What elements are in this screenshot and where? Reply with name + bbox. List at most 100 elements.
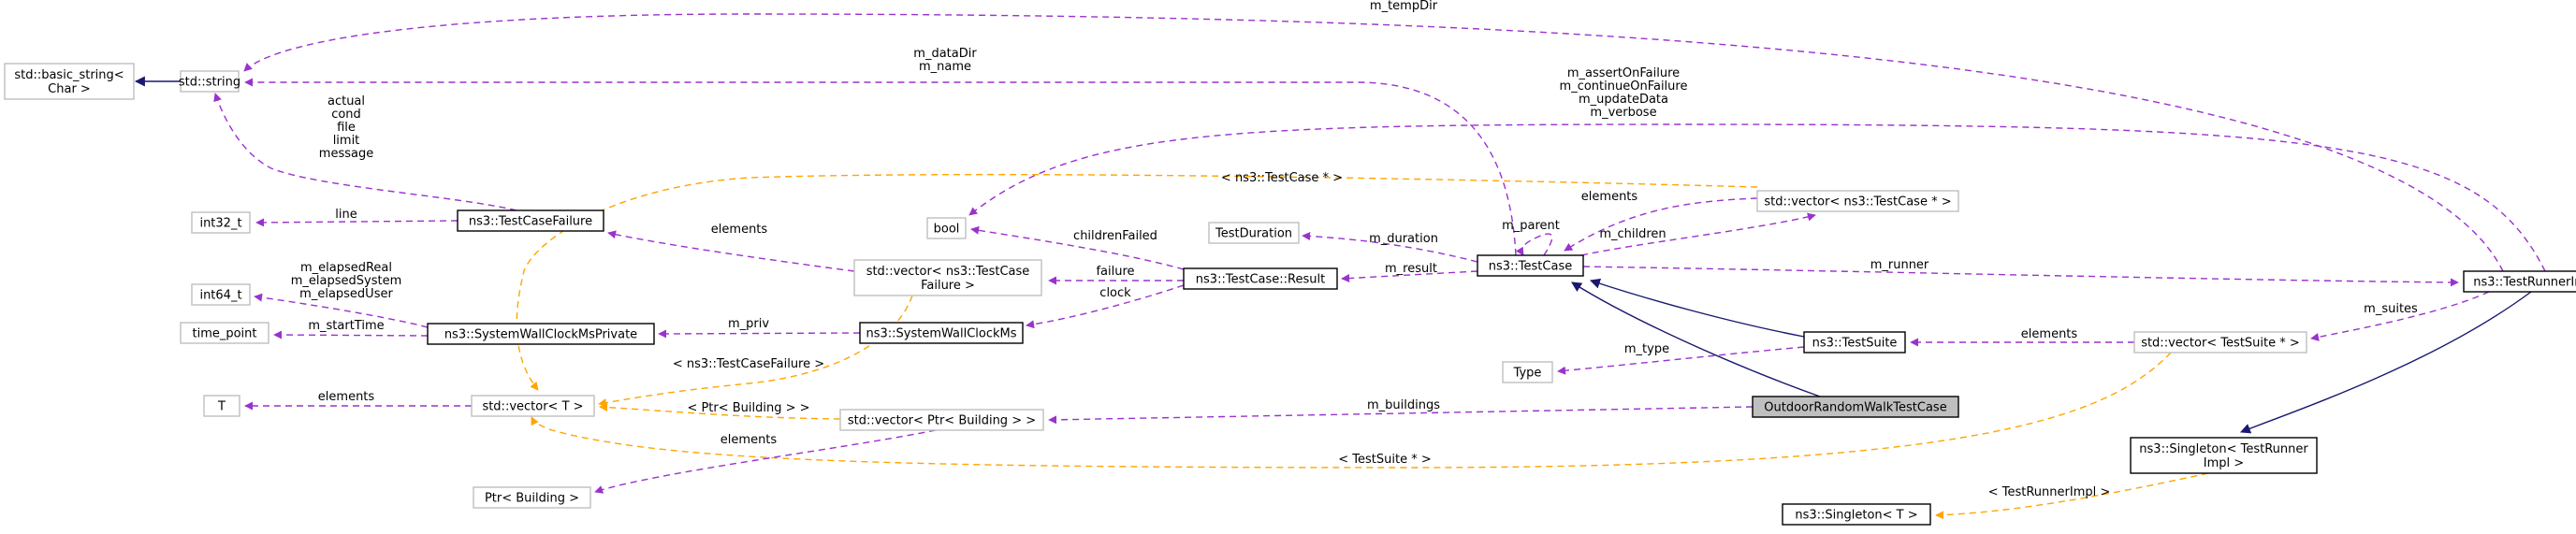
- template-edge: [599, 403, 841, 420]
- class-node-outdoor[interactable]: OutdoorRandomWalkTestCase: [1752, 396, 1959, 418]
- node-box: [1208, 222, 1300, 244]
- node-label: std::vector< Ptr< Building > >: [848, 414, 1036, 428]
- template-edge: [516, 173, 1758, 391]
- edge-label: m_result: [1385, 262, 1437, 276]
- class-node-type[interactable]: Type: [1502, 361, 1553, 383]
- edge-label-line: limit: [333, 134, 360, 148]
- class-node-int32[interactable]: int32_t: [191, 211, 251, 234]
- edge-label-line: m_elapsedSystem: [291, 274, 402, 288]
- node-label: ns3::TestCase: [1489, 260, 1572, 274]
- node-label: ns3::SystemWallClockMsPrivate: [444, 328, 637, 342]
- class-node-singleton-runner[interactable]: ns3::Singleton< TestRunnerImpl >: [2130, 437, 2318, 474]
- usage-edge: [1582, 266, 2459, 287]
- edge-label: childrenFailed: [1073, 229, 1157, 243]
- class-node-time-point[interactable]: time_point: [180, 322, 269, 344]
- edge-label: m_duration: [1369, 232, 1438, 246]
- edge-label-line: m_children: [1599, 227, 1666, 241]
- usage-edge: [1515, 233, 1553, 256]
- usage-edge: [594, 429, 937, 494]
- class-node-vec-T[interactable]: std::vector< T >: [471, 395, 595, 417]
- node-label: ns3::SystemWallClockMs: [866, 327, 1016, 341]
- class-node-testduration[interactable]: TestDuration: [1208, 222, 1300, 244]
- node-box: [1183, 267, 1338, 290]
- edge-label-line: failure: [1096, 265, 1134, 279]
- class-node-singleton-T[interactable]: ns3::Singleton< T >: [1782, 503, 1931, 526]
- edge-label: m_startTime: [308, 319, 384, 333]
- node-box: [2133, 331, 2307, 354]
- node-box: [427, 323, 655, 345]
- class-node-std-string[interactable]: std::string: [179, 70, 240, 93]
- template-edge: [531, 352, 2172, 469]
- node-label: Failure >: [921, 279, 975, 293]
- edge-label-line: m_priv: [728, 317, 769, 331]
- class-node-swcm-private[interactable]: ns3::SystemWallClockMsPrivate: [427, 323, 655, 345]
- class-node-ptr-building[interactable]: Ptr< Building >: [473, 486, 591, 509]
- edge-label: m_suites: [2364, 302, 2418, 316]
- node-box: [1782, 503, 1931, 526]
- node-box: [180, 70, 240, 93]
- class-node-swcm[interactable]: ns3::SystemWallClockMs: [859, 322, 1024, 344]
- node-label: std::vector< ns3::TestCase * >: [1764, 195, 1951, 209]
- node-box: [473, 486, 591, 509]
- edge-label: m_priv: [728, 317, 769, 331]
- usage-edge: [244, 78, 1517, 256]
- class-node-vec-testcase[interactable]: std::vector< ns3::TestCase * >: [1756, 190, 1959, 212]
- node-label: int32_t: [199, 217, 241, 231]
- class-node-testcasefailure[interactable]: ns3::TestCaseFailure: [457, 209, 604, 232]
- class-node-bool[interactable]: bool: [926, 217, 967, 239]
- edge-label: m_runner: [1870, 258, 1929, 272]
- edge-label: line: [335, 208, 357, 222]
- edge-label-line: m_dataDir: [913, 47, 977, 61]
- class-node-vec-suite[interactable]: std::vector< TestSuite * >: [2133, 331, 2307, 354]
- class-node-vec-building[interactable]: std::vector< Ptr< Building > >: [839, 409, 1044, 431]
- class-node-T[interactable]: T: [203, 395, 240, 417]
- edge-label-line: m_elapsedReal: [300, 261, 392, 275]
- template-edge: [1935, 472, 2209, 520]
- edge-label-line: message: [319, 147, 373, 161]
- node-label: std::vector< ns3::TestCase: [866, 265, 1030, 279]
- edge-label: elements: [1581, 190, 1638, 204]
- usage-edge: [1026, 284, 1185, 329]
- edge-label-line: m_verbose: [1590, 106, 1656, 120]
- node-label: TestDuration: [1215, 227, 1292, 241]
- node-box: [1752, 396, 1959, 418]
- inherit-edge: [1571, 281, 1821, 397]
- edge-label: clock: [1099, 286, 1131, 300]
- inherit-edge: [2239, 291, 2532, 434]
- node-label: ns3::TestCase::Result: [1196, 273, 1325, 287]
- usage-edge: [970, 225, 1185, 270]
- class-node-result[interactable]: ns3::TestCase::Result: [1183, 267, 1338, 290]
- usage-edge: [658, 329, 861, 339]
- usage-edge: [254, 293, 429, 328]
- class-node-testcase[interactable]: ns3::TestCase: [1477, 254, 1584, 277]
- class-node-testsuite[interactable]: ns3::TestSuite: [1803, 331, 1906, 354]
- edge-label-line: line: [335, 208, 357, 222]
- node-label: T: [217, 400, 226, 414]
- node-label: std::basic_string<: [14, 68, 124, 82]
- edge-label-line: m_assertOnFailure: [1567, 66, 1680, 80]
- edge-label: m_buildings: [1367, 398, 1440, 412]
- edge-label: elements: [711, 223, 768, 237]
- edge-label-line: elements: [318, 390, 375, 404]
- edge-label-line: elements: [2021, 327, 2078, 341]
- usage-edge: [607, 230, 855, 272]
- node-box: [1477, 254, 1584, 277]
- class-node-runnerimpl[interactable]: ns3::TestRunnerImpl: [2463, 270, 2576, 293]
- node-box: [457, 209, 604, 232]
- node-box: [4, 63, 135, 100]
- class-node-int64[interactable]: int64_t: [191, 283, 251, 306]
- class-node-vec-failure[interactable]: std::vector< ns3::TestCaseFailure >: [853, 259, 1042, 296]
- usage-edge: [243, 13, 2504, 272]
- edge-label-line: m_result: [1385, 262, 1437, 276]
- node-box: [471, 395, 595, 417]
- edge-label: < TestRunnerImpl >: [1988, 485, 2111, 499]
- class-node-basic-string[interactable]: std::basic_string<Char >: [4, 63, 135, 100]
- edge-label-line: m_continueOnFailure: [1560, 79, 1688, 94]
- edge-label-line: < ns3::TestCase * >: [1221, 171, 1343, 185]
- edge-label: m_tempDir: [1370, 0, 1438, 13]
- node-box: [203, 395, 240, 417]
- node-label: ns3::TestCaseFailure: [469, 215, 592, 229]
- template-edge: [598, 295, 913, 408]
